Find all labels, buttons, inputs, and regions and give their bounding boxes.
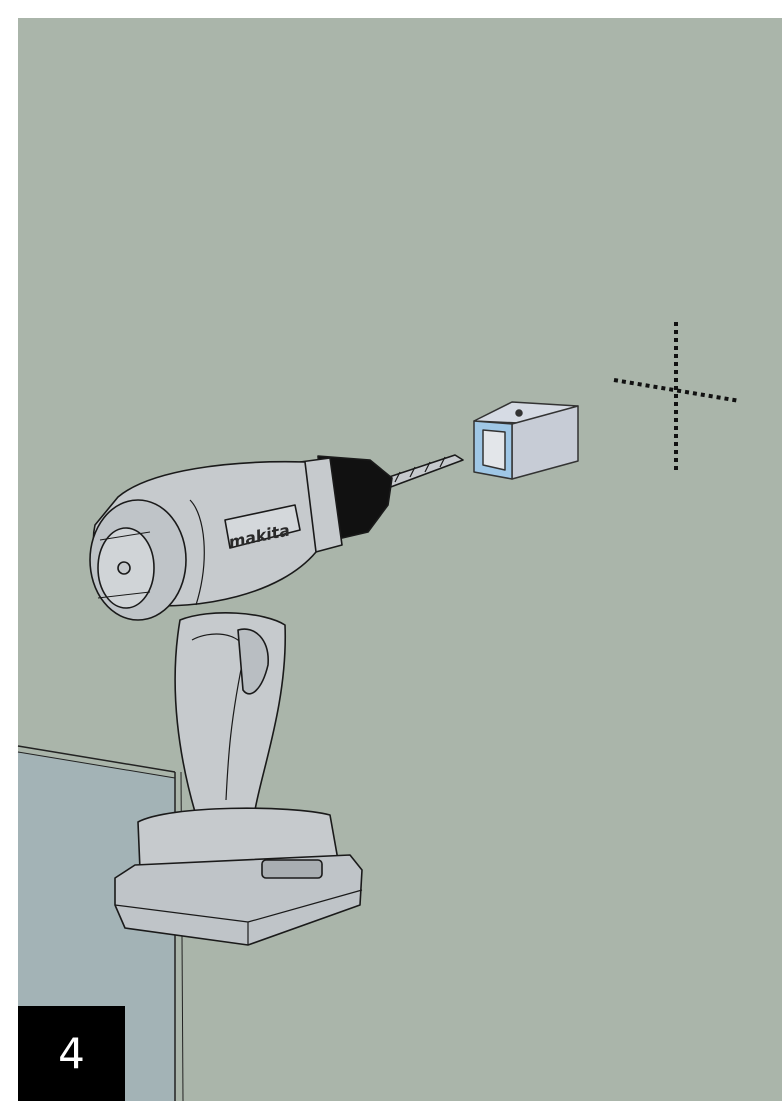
step-number-badge: 4 [18,1006,125,1101]
drill-icon [89,454,464,946]
step-number: 4 [58,1029,85,1078]
square-tube-icon [473,401,579,480]
crosshair-mark-icon [613,322,741,472]
